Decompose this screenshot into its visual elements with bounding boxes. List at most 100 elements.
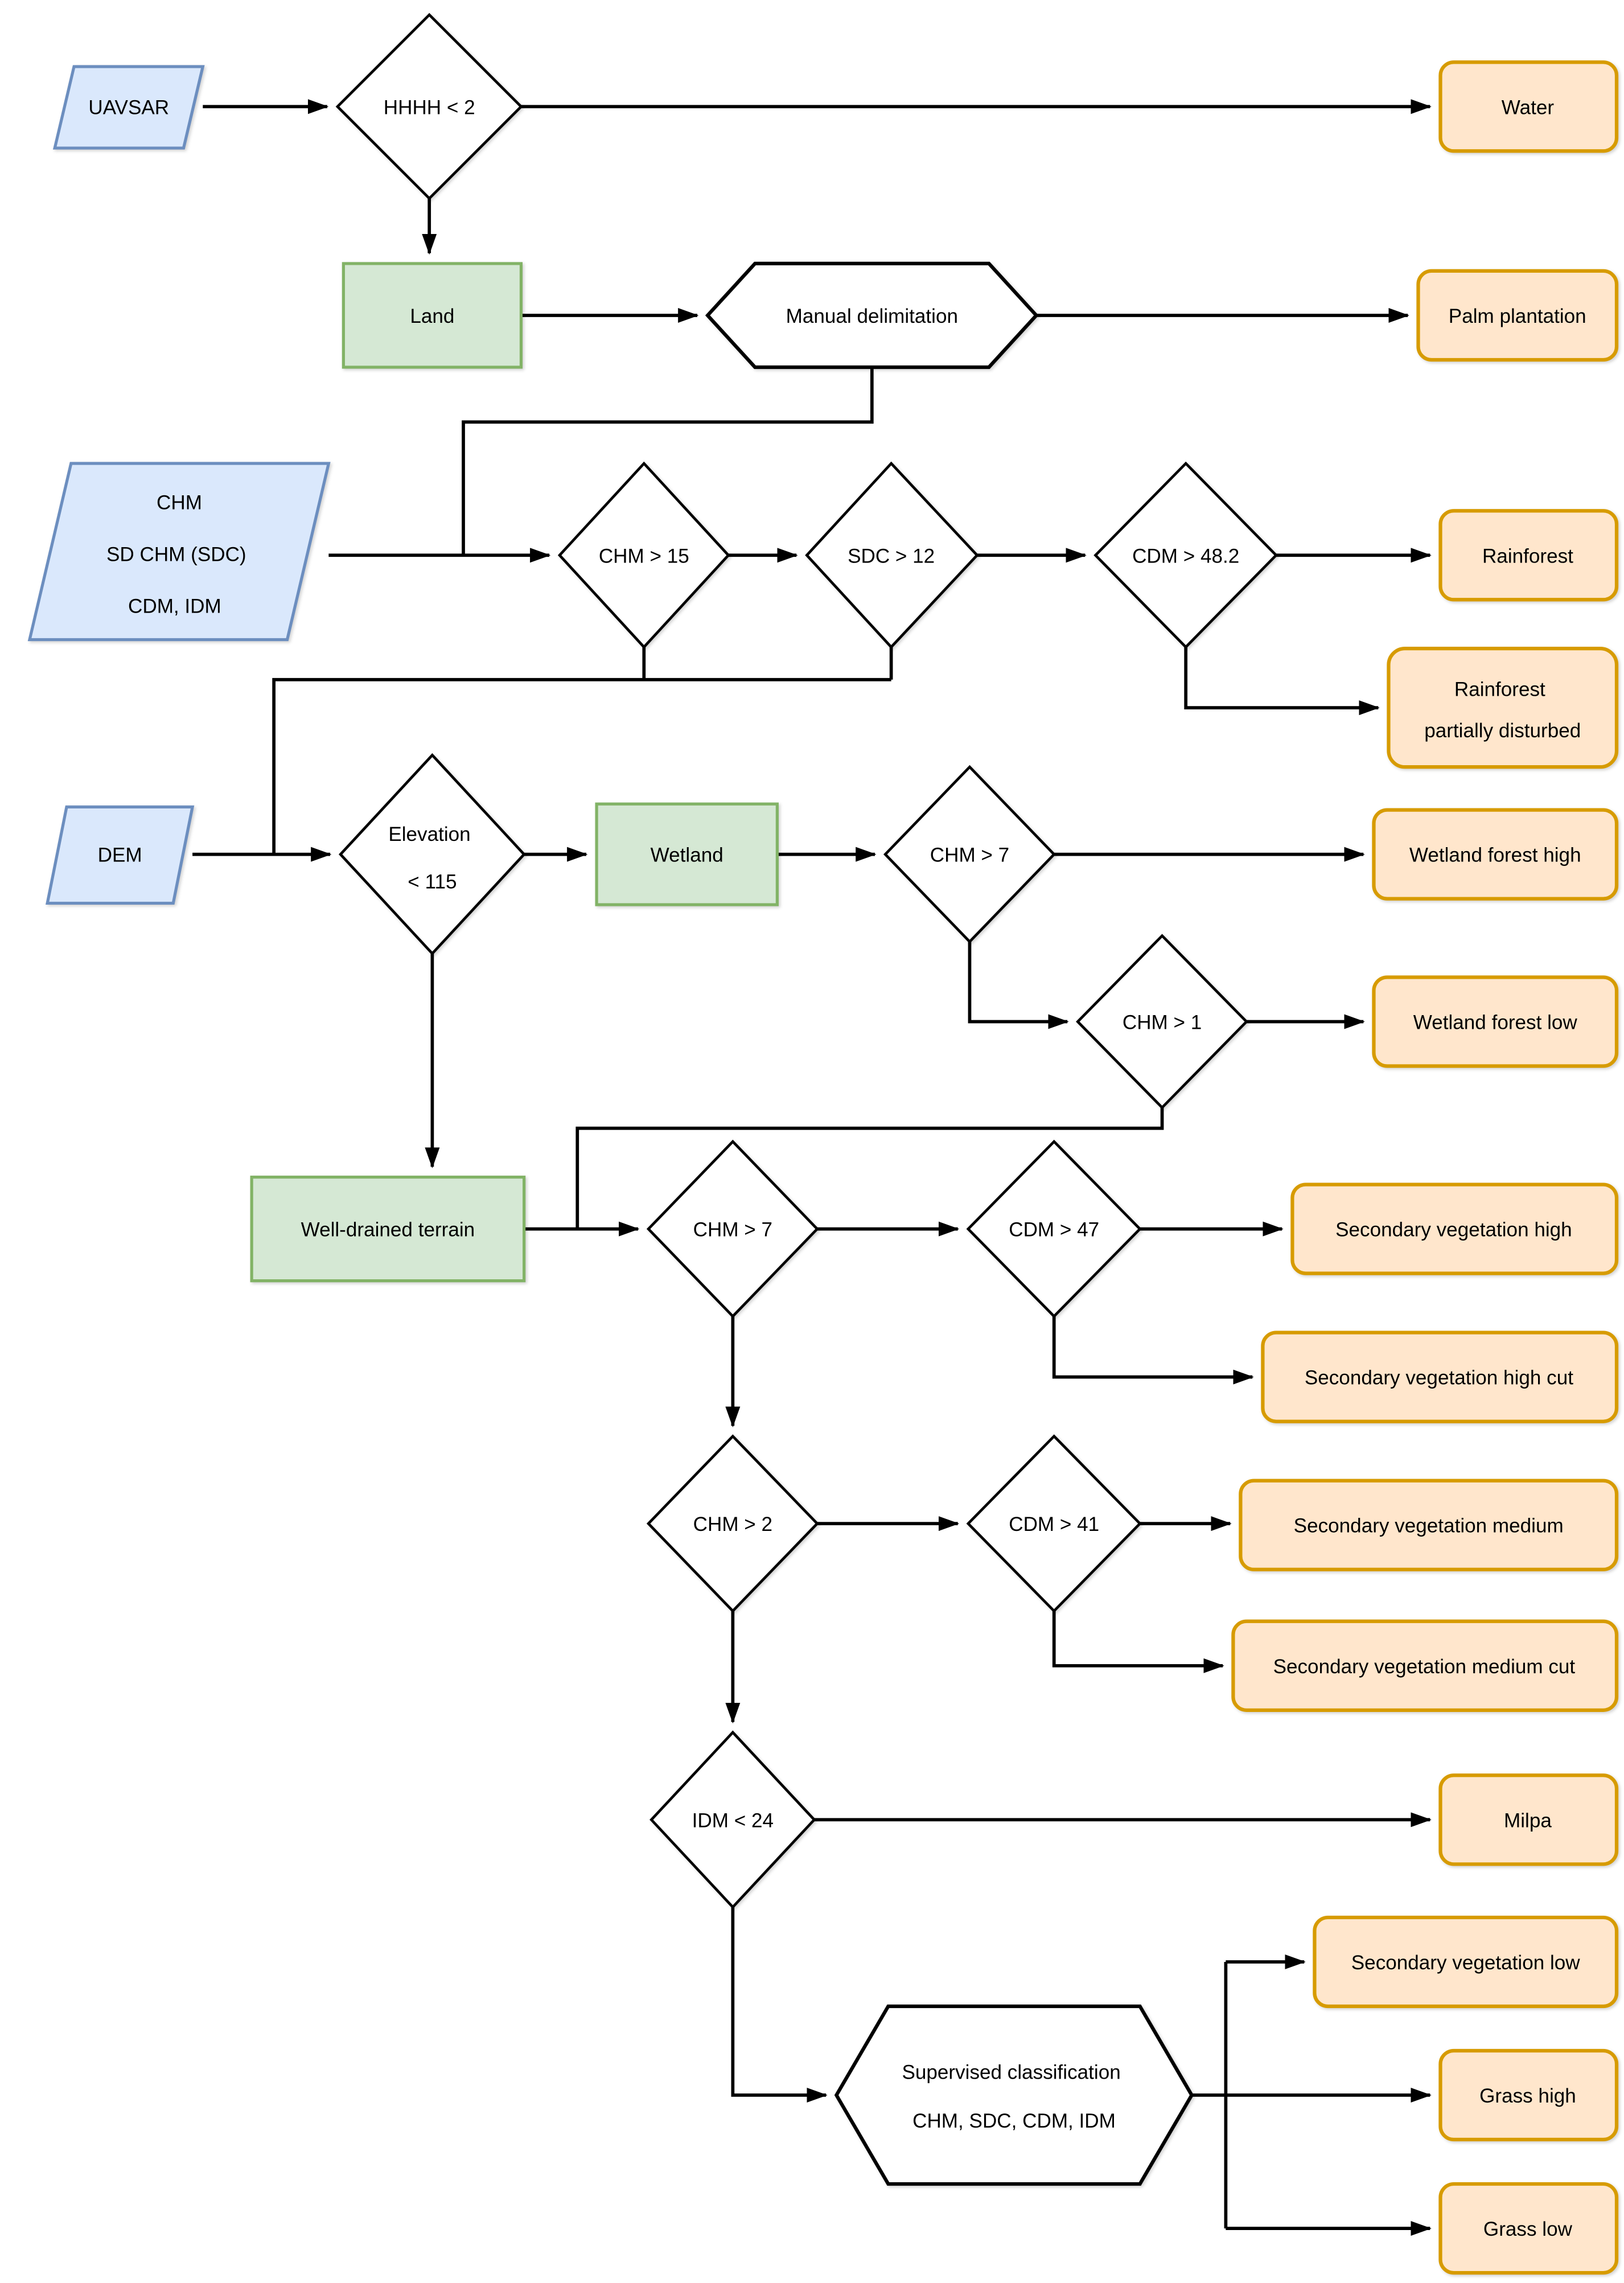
cdm482-label: CDM > 48.2 bbox=[1132, 545, 1239, 567]
uavsar-parallelogram bbox=[52, 65, 205, 150]
cdm47-label: CDM > 47 bbox=[1009, 1219, 1099, 1241]
node-dem: DEM bbox=[46, 805, 195, 905]
secondary-vegetation-high-cut-label: Secondary vegetation high cut bbox=[1305, 1367, 1573, 1389]
node-secondary-vegetation-medium: Secondary vegetation medium bbox=[1239, 1479, 1619, 1571]
secondary-vegetation-high-label: Secondary vegetation high bbox=[1335, 1219, 1572, 1241]
dem-label: DEM bbox=[98, 844, 142, 867]
node-sdc12: SDC > 12 bbox=[805, 461, 979, 649]
chm15-label: CHM > 15 bbox=[599, 545, 689, 567]
milpa-box bbox=[1438, 1773, 1619, 1866]
node-uavsar: UAVSAR bbox=[52, 65, 205, 150]
rainforest-box bbox=[1438, 509, 1619, 602]
uavsar-label: UAVSAR bbox=[88, 96, 169, 118]
edge-cdm47-svhighcut bbox=[1052, 1316, 1254, 1385]
grass-high-label: Grass high bbox=[1479, 2085, 1576, 2107]
dem-parallelogram bbox=[46, 805, 195, 905]
chm1-diamond bbox=[1076, 934, 1249, 1110]
node-rainforest-partially-disturbed: Rainforest partially disturbed bbox=[1387, 646, 1619, 769]
node-water: Water bbox=[1438, 60, 1619, 153]
node-chm7-wet: CHM > 7 bbox=[883, 765, 1056, 944]
edge-idm24-supervised bbox=[731, 1907, 828, 2103]
edge-cdm482-rainforestpd bbox=[1184, 647, 1380, 716]
node-wetland: Wetland bbox=[595, 802, 779, 906]
chm2-diamond bbox=[646, 1434, 819, 1613]
secondary-vegetation-medium-cut-label: Secondary vegetation medium cut bbox=[1273, 1656, 1576, 1678]
rainforest-partially-disturbed-box bbox=[1387, 646, 1619, 769]
connectors bbox=[192, 99, 1432, 2236]
secondary-vegetation-low-box bbox=[1313, 1915, 1619, 2009]
sdc12-label: SDC > 12 bbox=[848, 545, 935, 567]
palm-plantation-box bbox=[1416, 269, 1619, 362]
node-cdm47: CDM > 47 bbox=[966, 1139, 1142, 1319]
chm1-label: CHM > 1 bbox=[1123, 1012, 1202, 1034]
secondary-vegetation-low-label: Secondary vegetation low bbox=[1351, 1952, 1581, 1974]
rainforest-partially-disturbed-label: Rainforest partially disturbed bbox=[1424, 678, 1581, 742]
sdc12-diamond bbox=[805, 461, 979, 649]
edge-no-bus-to-dem-row bbox=[272, 647, 893, 855]
manual-delimitation-hexagon bbox=[705, 261, 1039, 369]
idm24-diamond bbox=[649, 1730, 816, 1910]
chm-inputs-label: CHM SD CHM (SDC) CDM, IDM bbox=[106, 492, 252, 618]
palm-plantation-label: Palm plantation bbox=[1449, 305, 1586, 327]
node-cdm41: CDM > 41 bbox=[966, 1434, 1142, 1613]
wetland-forest-high-label: Wetland forest high bbox=[1409, 844, 1581, 867]
wetland-forest-low-label: Wetland forest low bbox=[1413, 1012, 1578, 1034]
wetland-forest-high-box bbox=[1372, 808, 1619, 901]
chm15-diamond bbox=[557, 461, 730, 649]
cdm482-diamond bbox=[1093, 461, 1278, 649]
secondary-vegetation-high-cut-box bbox=[1261, 1331, 1619, 1423]
water-box bbox=[1438, 60, 1619, 153]
node-hhhh: HHHH < 2 bbox=[335, 13, 523, 200]
chm7-wet-diamond bbox=[883, 765, 1056, 944]
secondary-vegetation-medium-label: Secondary vegetation medium bbox=[1294, 1515, 1564, 1537]
edge-chm7wet-chm1 bbox=[968, 942, 1069, 1029]
node-secondary-vegetation-medium-cut: Secondary vegetation medium cut bbox=[1231, 1619, 1619, 1712]
supervised-classification-label: Supervised classification CHM, SDC, CDM,… bbox=[902, 2061, 1126, 2132]
milpa-label: Milpa bbox=[1504, 1809, 1552, 1832]
chm7-dry-diamond bbox=[646, 1139, 819, 1319]
node-supervised-classification: Supervised classification CHM, SDC, CDM,… bbox=[834, 2004, 1194, 2186]
node-chm7-dry: CHM > 7 bbox=[646, 1139, 819, 1319]
node-grass-low: Grass low bbox=[1438, 2182, 1619, 2275]
node-grass-high: Grass high bbox=[1438, 2048, 1619, 2142]
cdm41-diamond bbox=[966, 1434, 1142, 1613]
chm7-dry-label: CHM > 7 bbox=[693, 1219, 772, 1241]
secondary-vegetation-high-box bbox=[1290, 1182, 1619, 1275]
node-palm-plantation: Palm plantation bbox=[1416, 269, 1619, 362]
chm2-label: CHM > 2 bbox=[693, 1513, 772, 1535]
node-manual-delimitation: Manual delimitation bbox=[705, 261, 1039, 369]
chm-inputs-parallelogram bbox=[27, 462, 331, 642]
node-chm-inputs: CHM SD CHM (SDC) CDM, IDM bbox=[27, 462, 331, 642]
node-cdm482: CDM > 48.2 bbox=[1093, 461, 1278, 649]
node-rainforest: Rainforest bbox=[1438, 509, 1619, 602]
well-drained-box bbox=[250, 1175, 526, 1283]
land-box bbox=[342, 262, 523, 369]
node-wetland-forest-high: Wetland forest high bbox=[1372, 808, 1619, 901]
elevation-label: Elevation < 115 bbox=[388, 823, 476, 893]
node-idm24: IDM < 24 bbox=[649, 1730, 816, 1910]
secondary-vegetation-medium-box bbox=[1239, 1479, 1619, 1571]
chm7-wet-label: CHM > 7 bbox=[930, 844, 1009, 867]
node-wetland-forest-low: Wetland forest low bbox=[1372, 975, 1619, 1068]
grass-low-label: Grass low bbox=[1483, 2218, 1573, 2240]
node-chm1: CHM > 1 bbox=[1076, 934, 1249, 1110]
wetland-label: Wetland bbox=[651, 844, 723, 867]
node-chm2: CHM > 2 bbox=[646, 1434, 819, 1613]
manual-delimitation-label: Manual delimitation bbox=[786, 305, 958, 327]
edge-cdm41-svmediumcut bbox=[1052, 1611, 1224, 1673]
secondary-vegetation-medium-cut-box bbox=[1231, 1619, 1619, 1712]
edge-manual-drop bbox=[462, 367, 874, 556]
wetland-forest-low-box bbox=[1372, 975, 1619, 1068]
node-secondary-vegetation-high: Secondary vegetation high bbox=[1290, 1182, 1619, 1275]
node-secondary-vegetation-low: Secondary vegetation low bbox=[1313, 1915, 1619, 2009]
node-land: Land bbox=[342, 262, 523, 369]
grass-high-box bbox=[1438, 2048, 1619, 2142]
grass-low-box bbox=[1438, 2182, 1619, 2275]
node-well-drained: Well-drained terrain bbox=[250, 1175, 526, 1283]
land-label: Land bbox=[410, 305, 454, 327]
node-milpa: Milpa bbox=[1438, 1773, 1619, 1866]
hhhh-label: HHHH < 2 bbox=[384, 96, 475, 118]
wetland-box bbox=[595, 802, 779, 906]
well-drained-label: Well-drained terrain bbox=[301, 1219, 475, 1241]
